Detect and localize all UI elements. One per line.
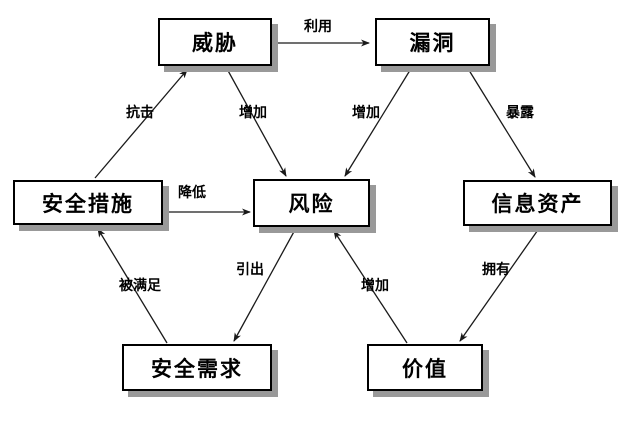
edge-label-vulnerability-increases: 增加 (352, 105, 380, 121)
edge-vuln-increases-line (344, 66, 413, 177)
edge-label-counteract: 抗击 (126, 105, 154, 121)
edge-label-owns: 拥有 (482, 262, 510, 278)
node-value: 价值 (367, 344, 483, 391)
edge-leads-to-line (233, 227, 297, 342)
edge-label-satisfied-by: 被满足 (119, 278, 161, 294)
node-security-requirements: 安全需求 (122, 344, 272, 391)
node-risk: 风险 (253, 179, 370, 227)
node-vulnerability: 漏洞 (375, 18, 490, 66)
edge-label-reduce: 降低 (178, 185, 206, 201)
edge-threat-increases-line (225, 66, 287, 177)
edge-counteract-line (94, 69, 188, 179)
edge-owns-line (459, 226, 541, 342)
edge-label-leads-to: 引出 (236, 262, 264, 278)
edge-label-expose: 暴露 (506, 105, 534, 121)
node-information-assets: 信息资产 (463, 180, 612, 226)
node-threat: 威胁 (158, 18, 272, 66)
edge-expose-line (466, 66, 536, 178)
node-security-measures: 安全措施 (13, 180, 163, 225)
edge-label-value-increases: 增加 (361, 278, 389, 294)
edge-label-exploit: 利用 (304, 19, 332, 35)
edge-value-increases-line (333, 230, 408, 344)
edge-label-threat-increases: 增加 (239, 105, 267, 121)
edge-satisfied-by-line (97, 228, 168, 344)
